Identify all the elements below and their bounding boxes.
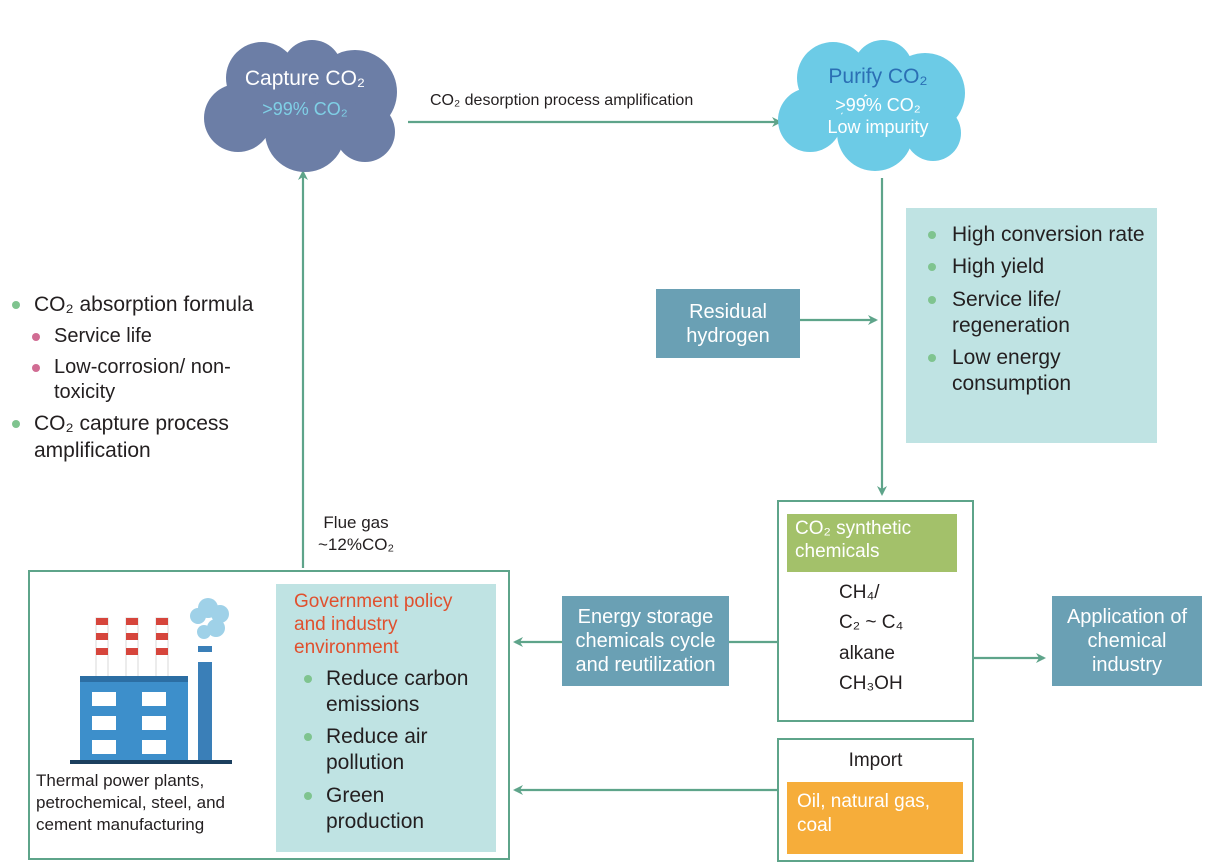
application-label: Application of chemical industry [1066, 606, 1188, 676]
green-bullet-icon [928, 263, 936, 272]
policy-title: Government policy and industry environme… [294, 591, 453, 659]
capture-cloud-purity: >99% CO₂ [262, 99, 348, 120]
factory-icon [70, 598, 232, 764]
energy-storage-box: Energy storage chemicals cycle and reuti… [562, 596, 729, 686]
green-bullet-icon [304, 791, 312, 800]
pink-bullet-icon [32, 364, 40, 373]
bullet-text: Service life/ regeneration [952, 287, 1070, 337]
product-ch3oh: CH₃OH [839, 673, 903, 695]
bullet-text: Reduce air pollution [326, 725, 428, 775]
bullet-item: Service life [6, 324, 306, 349]
residual-hydrogen-box: Residual hydrogen [656, 289, 800, 358]
import-title: Import [848, 750, 903, 771]
green-bullet-icon [928, 354, 936, 362]
bullet-text: CO₂ capture process amplification [34, 412, 229, 462]
pink-bullet-icon [32, 333, 40, 342]
bullet-text: Service life [54, 325, 152, 348]
bullet-item: High conversion rate [916, 222, 1147, 248]
bullet-text: High conversion rate [952, 223, 1145, 246]
plant-box: Thermal power plants, petrochemical, ste… [28, 570, 510, 860]
catalyst-bullet-list: High conversion rate High yield Service … [916, 222, 1147, 398]
import-box: Import Oil, natural gas, coal [777, 738, 974, 862]
bullet-text: Reduce carbon emissions [326, 666, 469, 716]
synthetic-chemicals-box: CO₂ synthetic chemicals CH₄/ C₂ ~ C₄ alk… [777, 500, 974, 722]
residual-hydrogen-label: Residual hydrogen [686, 300, 770, 347]
green-bullet-icon [12, 420, 20, 429]
bullet-text: CO₂ absorption formula [34, 293, 254, 316]
bullet-text: Low-corrosion/ non-toxicity [54, 356, 231, 404]
bullet-item: CO₂ capture process amplification [6, 411, 274, 464]
bullet-text: Low energy consumption [952, 346, 1072, 396]
product-c2-c4: C₂ ~ C₄ [839, 612, 904, 634]
green-bullet-icon [304, 674, 312, 683]
bullet-text: Green production [326, 783, 425, 833]
green-bullet-icon [12, 301, 20, 309]
purify-cloud-impurity: Low impurity [827, 116, 929, 137]
green-bullet-icon [928, 295, 936, 304]
bullet-item: High yield [916, 254, 1147, 280]
purify-cloud-purity: >99% CO₂ [835, 95, 921, 116]
green-bullet-icon [304, 733, 312, 742]
bullet-item: Reduce carbon emissions [294, 666, 488, 719]
desorption-label: CO₂ desorption process amplification [430, 92, 694, 109]
purify-cloud-title: Purify CO₂ [828, 65, 928, 88]
bullet-item: CO₂ absorption formula [6, 292, 306, 318]
product-ch4: CH₄/ [839, 582, 880, 603]
plant-caption: Thermal power plants, petrochemical, ste… [36, 771, 225, 835]
green-bullet-icon [928, 231, 936, 239]
flue-gas-label: Flue gas ~12%CO₂ [318, 512, 394, 556]
product-alkane: alkane [839, 642, 895, 664]
application-box: Application of chemical industry [1052, 596, 1202, 686]
absorption-bullet-list: CO₂ absorption formula Service life Low-… [6, 292, 306, 470]
catalyst-properties-box: High conversion rate High yield Service … [906, 208, 1157, 443]
policy-box: Government policy and industry environme… [276, 584, 496, 852]
policy-bullet-list: Reduce carbon emissions Reduce air pollu… [294, 666, 488, 836]
bullet-text: High yield [952, 255, 1045, 279]
fuel-box: Oil, natural gas, coal [787, 782, 963, 854]
synthetic-chemicals-header: CO₂ synthetic chemicals [787, 514, 957, 572]
capture-cloud [204, 40, 397, 172]
bullet-item: Low-corrosion/ non-toxicity [6, 355, 254, 405]
bullet-item: Green production [294, 783, 488, 836]
bullet-item: Service life/ regeneration [916, 287, 1147, 340]
bullet-item: Low energy consumption [916, 345, 1147, 398]
capture-cloud-title: Capture CO₂ [244, 67, 366, 90]
purify-cloud [778, 40, 965, 171]
bullet-item: Reduce air pollution [294, 724, 488, 777]
energy-storage-label: Energy storage chemicals cycle and reuti… [575, 606, 716, 676]
flue-gas-line2: ~12%CO₂ [318, 535, 395, 555]
flue-gas-line1: Flue gas [323, 513, 389, 532]
